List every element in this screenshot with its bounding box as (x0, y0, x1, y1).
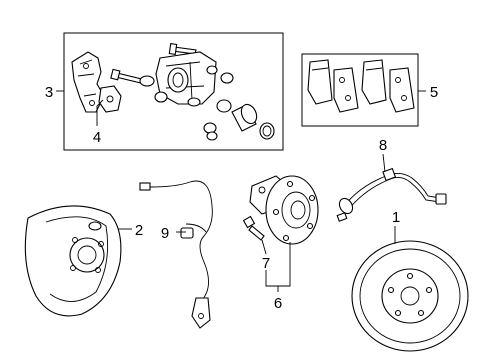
callout-4: 4 (93, 129, 101, 146)
caliper-group-box (63, 32, 284, 151)
caliper-body (155, 51, 217, 105)
brake-pads (307, 59, 415, 113)
callout-7: 7 (262, 255, 270, 272)
callout-6: 6 (274, 295, 282, 312)
callout-2: 2 (135, 222, 143, 239)
callout-1: 1 (392, 209, 400, 226)
dust-shield (24, 205, 122, 317)
callout-3: 3 (45, 84, 53, 101)
brake-rotor (351, 240, 469, 352)
caliper-mount-bracket (98, 85, 122, 113)
abs-sensor-harness (139, 180, 213, 329)
caliper-bracket (71, 51, 105, 113)
callout-9: 9 (161, 225, 169, 242)
hub-bolt (242, 215, 265, 241)
callout-4-leader (96, 99, 104, 126)
piston-and-seals (203, 99, 275, 141)
callout-8: 8 (379, 137, 387, 154)
callout-7-leader (261, 239, 267, 255)
hub-bearing-assembly (249, 175, 319, 245)
callout-5: 5 (430, 84, 438, 101)
caliper-bushings (139, 65, 234, 107)
brake-hose (336, 167, 447, 222)
callout-8-leader (382, 153, 386, 173)
pad-group-box (301, 53, 419, 127)
callout-6-leader (265, 242, 291, 292)
